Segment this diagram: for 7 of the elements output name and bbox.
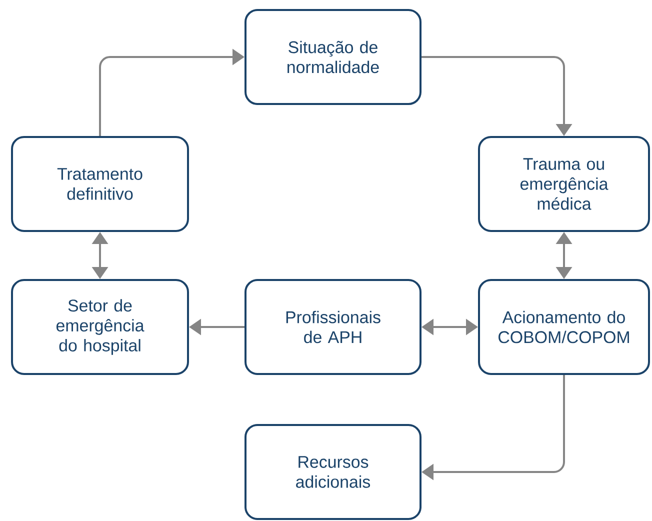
process-box: Trauma ou emergência médica [478,136,650,232]
process-box: Setor de emergência do hospital [11,279,189,375]
process-box: Recursos adicionais [244,424,422,520]
process-box: Situação de normalidade [244,9,422,105]
process-box: Profissionais de APH [244,279,422,375]
process-box: Tratamento definitivo [11,136,189,232]
process-box: Acionamento do COBOM/COPOM [478,279,650,375]
